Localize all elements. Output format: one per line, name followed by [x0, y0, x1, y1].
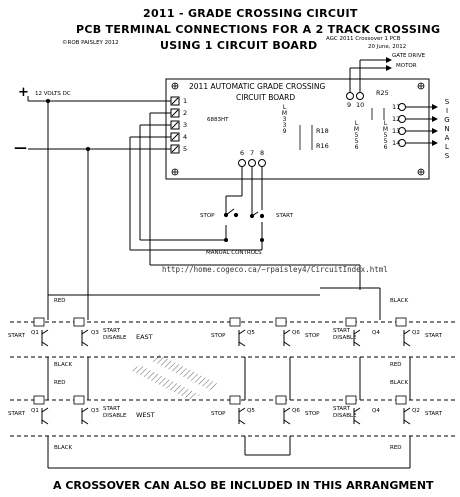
west-q2: Q2 — [412, 408, 420, 414]
east-q1: Q1 — [31, 330, 39, 336]
east-stop-left: STOP — [211, 333, 226, 339]
east-q2: Q2 — [412, 330, 420, 336]
r16-label: R16 — [316, 142, 329, 150]
east-sd2-a: START — [333, 328, 350, 334]
title-line-2: PCB TERMINAL CONNECTIONS FOR A 2 TRACK C… — [76, 23, 441, 36]
terminal-2-label: 2 — [183, 109, 188, 117]
west-label: WEST — [136, 411, 155, 419]
terminal-12-label: 12 — [392, 115, 401, 123]
west-start-right: START — [425, 411, 442, 417]
west-stop-left: STOP — [211, 411, 226, 417]
chip-lm556-b: LM556 — [382, 120, 389, 150]
west-sd1-b: DISABLE — [103, 413, 127, 419]
title-line-3: USING 1 CIRCUIT BOARD — [160, 39, 318, 52]
west-sd2-a: START — [333, 406, 350, 412]
west-start-left: START — [8, 411, 25, 417]
red-label-mid-left: RED — [54, 380, 66, 386]
plus-sign: + — [18, 85, 29, 100]
west-stop-right: STOP — [305, 411, 320, 417]
terminal-13-label: 13 — [392, 127, 401, 135]
red-label-bottom: RED — [390, 445, 402, 451]
east-stop-right: STOP — [305, 333, 320, 339]
east-q5: Q5 — [247, 330, 255, 336]
east-sd1-a: START — [103, 328, 120, 334]
east-sd1-b: DISABLE — [103, 335, 127, 341]
black-label-mid-left: BLACK — [54, 362, 73, 368]
red-label-top: RED — [54, 298, 66, 304]
start-label: START — [276, 213, 293, 219]
board-ref: AGC 2011 Crossover 1 PCB — [326, 36, 401, 42]
east-q3: Q3 — [91, 330, 99, 336]
west-q3: Q3 — [91, 408, 99, 414]
black-label-top: BLACK — [390, 298, 409, 304]
terminal-10-label: 10 — [356, 101, 365, 109]
stop-label: STOP — [200, 213, 215, 219]
copyright: ©ROB PAISLEY 2012 — [62, 40, 119, 46]
minus-sign: — — [14, 141, 27, 156]
terminal-4-label: 4 — [183, 133, 188, 141]
east-q4: Q4 — [372, 330, 380, 336]
east-sd2-b: DISABLE — [333, 335, 357, 341]
west-q6: Q6 — [292, 408, 300, 414]
board-title-2: CIRCUIT BOARD — [236, 93, 296, 102]
motor-label: MOTOR — [396, 63, 417, 69]
terminal-14-label: 14 — [392, 139, 401, 147]
chip-lm556-a: LM556 — [353, 120, 360, 150]
east-label: EAST — [136, 333, 153, 341]
west-q5: Q5 — [247, 408, 255, 414]
signals-label: SIGNALS — [443, 98, 451, 161]
west-q4: Q4 — [372, 408, 380, 414]
footer-note: A CROSSOVER CAN ALSO BE INCLUDED IN THIS… — [53, 479, 434, 492]
west-q1: Q1 — [31, 408, 39, 414]
source-url: http://home.cogeco.ca/~rpaisley4/Circuit… — [162, 265, 388, 274]
r18-label: R18 — [316, 127, 329, 135]
date: 20 June, 2012 — [368, 44, 407, 50]
west-sd1-a: START — [103, 406, 120, 412]
terminal-1-label: 1 — [183, 97, 188, 105]
black-label-bottom: BLACK — [54, 445, 73, 451]
black-label-mid-right: BLACK — [390, 380, 409, 386]
voltage-label: 12 VOLTS DC — [35, 91, 71, 97]
terminal-5-label: 5 — [183, 145, 188, 153]
east-start-right: START — [425, 333, 442, 339]
terminal-3-label: 3 — [183, 121, 188, 129]
terminal-6-label: 6 — [240, 149, 245, 157]
board-title-1: 2011 AUTOMATIC GRADE CROSSING — [189, 82, 326, 91]
terminal-8-label: 8 — [260, 149, 265, 157]
east-q6: Q6 — [292, 330, 300, 336]
terminal-7-label: 7 — [250, 149, 255, 157]
west-sd2-b: DISABLE — [333, 413, 357, 419]
east-start-left: START — [8, 333, 25, 339]
terminal-9-label: 9 — [347, 101, 352, 109]
chip-lm339: LM339 — [281, 104, 288, 134]
title-line-1: 2011 - GRADE CROSSING CIRCUIT — [143, 7, 358, 20]
gate-drive-label: GATE DRIVE — [392, 53, 426, 59]
board-part: 6883HT — [207, 117, 229, 123]
r25-label: R25 — [376, 89, 389, 97]
red-label-mid-right: RED — [390, 362, 402, 368]
terminal-11-label: 11 — [392, 103, 401, 111]
manual-controls-label: MANUAL CONTROLS — [206, 250, 262, 256]
